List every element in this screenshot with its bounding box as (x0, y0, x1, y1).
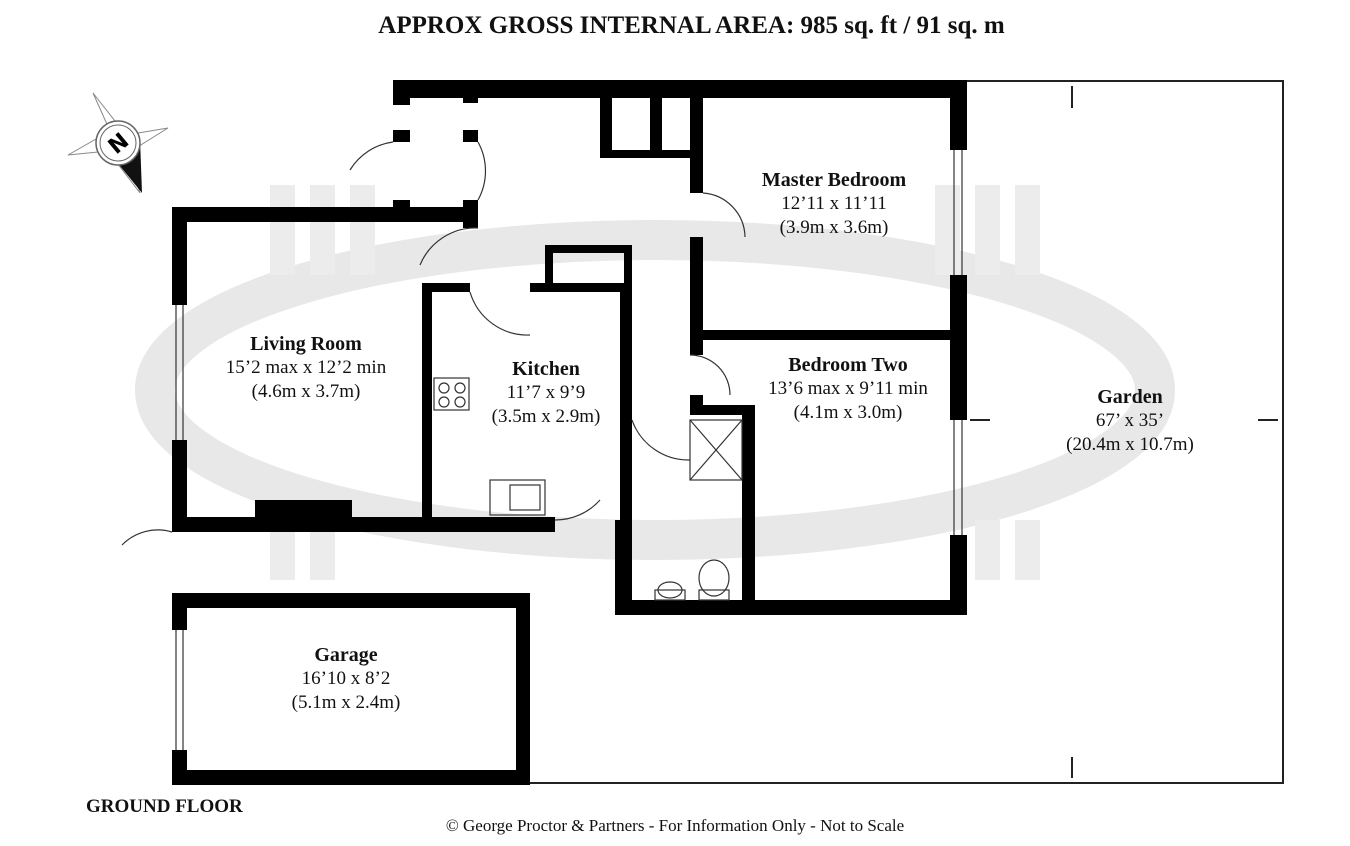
watermark-logo (135, 185, 1175, 580)
room-name: Master Bedroom (761, 169, 907, 191)
room-name: Kitchen (512, 358, 580, 380)
room-size-metric: (5.1m x 2.4m) (291, 692, 401, 713)
room-name: Living Room (250, 333, 362, 355)
room-size-imperial: 12’11 x 11’11 (781, 193, 887, 214)
page-title: APPROX GROSS INTERNAL AREA: 985 sq. ft /… (378, 12, 1005, 39)
room-size-metric: (20.4m x 10.7m) (1066, 434, 1194, 455)
room-size-imperial: 16’10 x 8’2 (301, 668, 391, 689)
footer-disclaimer: © George Proctor & Partners - For Inform… (445, 816, 905, 835)
room-size-metric: (3.9m x 3.6m) (779, 217, 889, 238)
room-size-imperial: 13’6 max x 9’11 min (768, 378, 928, 399)
windows-and-doors (121, 141, 963, 750)
room-size-metric: (4.1m x 3.0m) (793, 402, 903, 423)
walls (172, 80, 967, 785)
floor-label: GROUND FLOOR (86, 796, 243, 817)
room-name: Garden (1097, 386, 1163, 408)
room-name: Bedroom Two (788, 354, 908, 376)
room-name: Garage (314, 644, 378, 666)
garden-boundary (530, 80, 1284, 784)
compass-icon: N (67, 92, 169, 194)
room-size-imperial: 15’2 max x 12’2 min (225, 357, 387, 378)
room-size-imperial: 67’ x 35’ (1095, 410, 1165, 431)
room-size-imperial: 11’7 x 9’9 (506, 382, 586, 403)
room-size-metric: (3.5m x 2.9m) (491, 406, 601, 427)
room-size-metric: (4.6m x 3.7m) (251, 381, 361, 402)
